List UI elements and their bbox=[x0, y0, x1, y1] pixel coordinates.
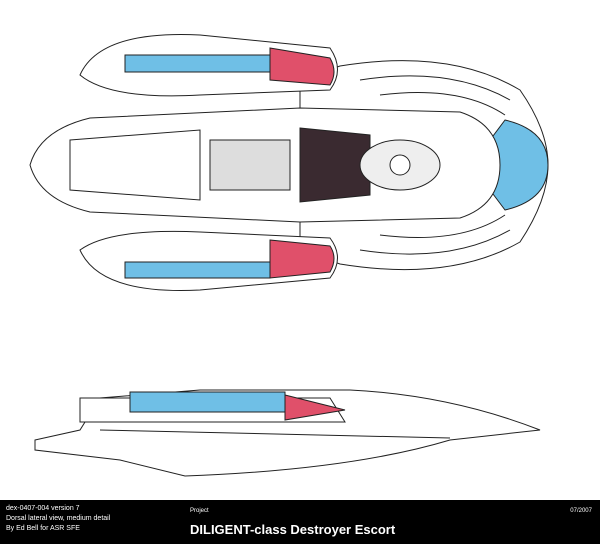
lower-nacelle-blue bbox=[124, 261, 271, 279]
footer-line2: Dorsal lateral view, medium detail bbox=[6, 515, 111, 522]
starship-drawing bbox=[29, 34, 549, 477]
side-nacelle-blue bbox=[129, 391, 286, 413]
side-nacelle-red bbox=[284, 394, 346, 421]
drawing-title: DILIGENT-class Destroyer Escort bbox=[190, 522, 396, 537]
upper-nacelle-blue bbox=[124, 54, 271, 73]
footer-line3: By Ed Bell for ASR SFE bbox=[6, 525, 80, 532]
upper-nacelle-red bbox=[269, 47, 335, 86]
lower-nacelle-red bbox=[269, 239, 335, 279]
central-spine bbox=[299, 127, 371, 203]
lateral-view bbox=[34, 389, 541, 477]
dorsal-view bbox=[29, 34, 549, 291]
project-label: Project bbox=[190, 508, 209, 514]
drawing-date: 07/2007 bbox=[570, 508, 592, 514]
footer-line1: dex-0407-004 version 7 bbox=[6, 505, 80, 512]
deflector-blue bbox=[489, 119, 549, 211]
footer-bar: dex-0407-004 version 7 Dorsal lateral vi… bbox=[0, 500, 600, 544]
